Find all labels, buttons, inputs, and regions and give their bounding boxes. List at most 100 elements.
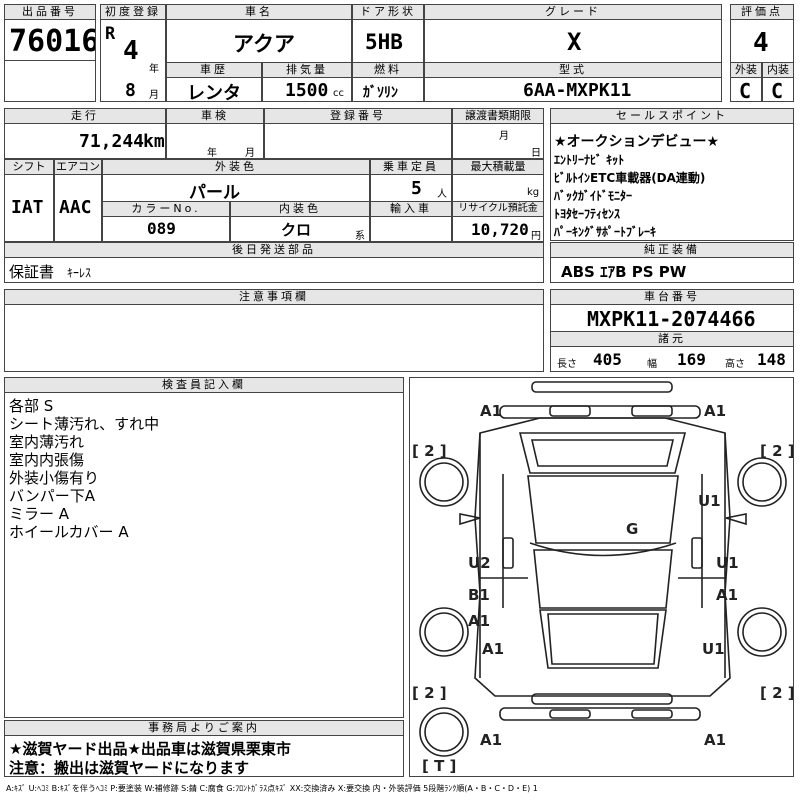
dmg-trunk: [ T ]	[422, 757, 456, 775]
ext-grade: C	[739, 79, 752, 102]
grade: X	[567, 28, 582, 56]
history-label: 車歴	[166, 62, 262, 78]
sales-points-label: セールスポイント	[550, 108, 794, 124]
later-parts-2: ｷｰﾚｽ	[67, 266, 92, 280]
sales-points-cell: ★オークションデビュー★ ｴﾝﾄﾘｰﾅﾋﾞ ｷｯﾄ ﾋﾞﾙﾄｲﾝETC車載器(D…	[550, 123, 794, 241]
inspector-line-2: シート薄汚れ、すれ中	[9, 415, 160, 433]
dmg-u1-right-front: U1	[698, 492, 721, 510]
inspector-line-1: 各部 S	[9, 397, 54, 415]
sales-point-5: ﾄﾖﾀｾｰﾌﾃｨｾﾝｽ	[554, 207, 621, 221]
door-label: ドア形状	[352, 4, 424, 20]
later-parts-1: 保証書	[9, 263, 55, 281]
load-cell: kg	[452, 174, 544, 202]
shift-label: シフト	[4, 159, 54, 175]
reg-month: 8	[125, 80, 136, 101]
equipment-label: 純正装備	[550, 242, 794, 258]
notes-cell	[4, 304, 544, 372]
office-cell: ★滋賀ヤード出品★出品車は滋賀県栗東市 注意：搬出は滋賀ヤードになります	[4, 735, 404, 777]
transfer-label: 譲渡書類期限	[452, 108, 544, 124]
dmg-u2-left: U2	[468, 554, 491, 572]
dmg-fender-rr: [ 2 ]	[760, 684, 794, 702]
chassis-no: MXPK11-2074466	[587, 307, 756, 331]
door-type: 5HB	[365, 30, 403, 54]
model-label: 型式	[424, 62, 722, 78]
inspector-line-6: バンパー下A	[9, 487, 96, 505]
chassis-label: 車台番号	[550, 289, 794, 305]
dmg-u1-right-mid: U1	[716, 554, 739, 572]
first-reg-cell: R 4 年 8 月	[100, 19, 166, 102]
ac-cell: AAC	[54, 174, 102, 242]
reg-no-cell	[264, 123, 452, 159]
capacity-label: 乗車定員	[370, 159, 452, 175]
load-label: 最大積載量	[452, 159, 544, 175]
sales-point-6: ﾊﾟｰｷﾝｸﾞｻﾎﾟｰﾄﾌﾞﾚｰｷ	[554, 225, 657, 239]
dmg-front-left: A1	[480, 402, 502, 420]
score-cell: 4	[730, 19, 794, 63]
office-line-1: ★滋賀ヤード出品★出品車は滋賀県栗東市	[9, 740, 291, 758]
recycle-unit: 円	[531, 231, 541, 242]
dims-label: 諸元	[550, 331, 794, 347]
ac-label: エアコン	[54, 159, 102, 175]
width: 169	[677, 350, 706, 369]
score: 4	[753, 28, 769, 58]
dmg-a1-left-mid: A1	[468, 612, 490, 630]
inspection-label: 車検	[166, 108, 264, 124]
sales-point-1: ★オークションデビュー★	[554, 134, 720, 150]
dmg-fender-fl: [ 2 ]	[412, 442, 447, 460]
inspector-line-7: ミラー A	[9, 505, 70, 523]
inspection-year-unit: 年	[207, 148, 217, 159]
displacement-label: 排気量	[262, 62, 352, 78]
era: R	[105, 24, 116, 44]
recycle-label: リサイクル預託金	[452, 201, 544, 217]
color-label: 外装色	[102, 159, 370, 175]
dims-cell: 長さ 405 幅 169 高さ 148	[550, 346, 794, 372]
length-label: 長さ	[557, 359, 577, 370]
displacement-unit: cc	[333, 88, 344, 99]
int-grade-cell: C	[762, 77, 794, 102]
office-label: 事務局よりご案内	[4, 720, 404, 736]
capacity-cell: 5 人	[370, 174, 452, 202]
mileage: 71,244	[79, 131, 145, 152]
width-label: 幅	[647, 359, 657, 370]
chassis-cell: MXPK11-2074466	[550, 304, 794, 332]
equipment-cell: ABS ｴｱB PS PW	[550, 257, 794, 283]
recycle: 10,720	[471, 220, 529, 239]
dmg-fender-rl: [ 2 ]	[412, 684, 447, 702]
lot-no-label: 出品番号	[4, 4, 96, 20]
dmg-fender-fr: [ 2 ]	[760, 442, 794, 460]
inspection-cell: 年 月	[166, 123, 264, 159]
grade-cell: X	[424, 19, 722, 63]
later-parts-label: 後日発送部品	[4, 242, 544, 258]
notes-label: 注意事項欄	[4, 289, 544, 305]
recycle-cell: 10,720 円	[452, 216, 544, 242]
ext-grade-cell: C	[730, 77, 762, 102]
score-label: 評価点	[730, 4, 794, 20]
sales-point-4: ﾊﾞｯｸｶﾞｲﾄﾞﾓﾆﾀｰ	[554, 189, 633, 203]
int-color-cell: クロ 系	[230, 216, 370, 242]
import-label: 輸入車	[370, 201, 452, 217]
history: レンタ	[187, 83, 241, 102]
mileage-label: 走行	[4, 108, 166, 124]
inspector-line-5: 外装小傷有り	[9, 469, 100, 487]
inspector-line-3: 室内薄汚れ	[9, 433, 85, 451]
dmg-a1-right-mid: A1	[716, 586, 738, 604]
capacity: 5	[411, 178, 422, 199]
color-no-cell: 089	[102, 216, 230, 242]
int-color-label: 内装色	[230, 201, 370, 217]
history-cell: レンタ	[166, 77, 262, 102]
first-reg-label: 初度登録	[100, 4, 166, 20]
inspector-line-8: ホイールカバー A	[9, 523, 129, 541]
dmg-u1-right-rear: U1	[702, 640, 725, 658]
car-diagram-svg: A1 A1 [ 2 ] [ 2 ] U1 G U2 U1 B1 A1 A1 A1…	[412, 381, 794, 775]
height: 148	[757, 350, 786, 369]
inspector-line-4: 室内内張傷	[9, 451, 85, 469]
color-no-label: カラーNo.	[102, 201, 230, 217]
inspection-month-unit: 月	[245, 148, 255, 159]
equipment: ABS ｴｱB PS PW	[561, 263, 687, 281]
inspector-cell: 各部 S シート薄汚れ、すれ中 室内薄汚れ 室内内張傷 外装小傷有り バンパー下…	[4, 392, 404, 718]
dmg-rear-left: A1	[480, 731, 502, 749]
mileage-cell: 71,244 km	[4, 123, 166, 159]
shift-cell: IAT	[4, 174, 54, 242]
color-no: 089	[147, 219, 176, 238]
import-cell	[370, 216, 452, 242]
